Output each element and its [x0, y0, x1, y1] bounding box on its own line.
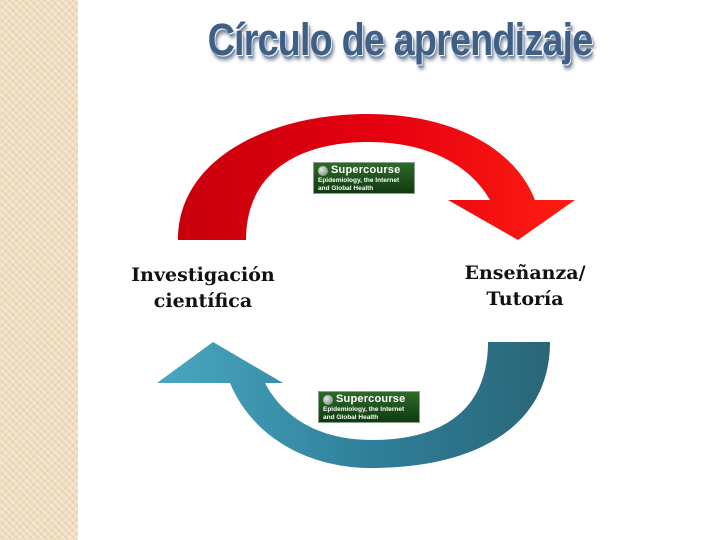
slide-title: Círculo de aprendizaje: [207, 14, 594, 65]
logo-tagline-2: and Global Health: [323, 414, 379, 421]
logo-tagline-2: and Global Health: [318, 185, 374, 192]
logo-tagline-1: Epidemiology, the Internet: [318, 177, 400, 184]
node-research-label: Investigación científica: [118, 262, 288, 314]
node-research-line1: Investigación: [131, 264, 275, 286]
node-teaching-line2: Tutoría: [486, 288, 564, 310]
node-teaching-label: Enseñanza/ Tutoría: [440, 260, 610, 312]
cycle-arrow-bottom: [157, 342, 550, 468]
globe-icon: [318, 166, 328, 176]
supercourse-logo-bottom: Supercourse Epidemiology, the Internet a…: [318, 391, 420, 423]
cycle-arrow-top: [178, 114, 575, 240]
node-research-line2: científica: [153, 290, 253, 312]
node-teaching-line1: Enseñanza/: [464, 262, 586, 284]
logo-brand: Supercourse: [331, 164, 401, 176]
logo-tagline-1: Epidemiology, the Internet: [323, 406, 405, 413]
supercourse-logo-top: Supercourse Epidemiology, the Internet a…: [313, 162, 415, 194]
logo-brand: Supercourse: [336, 393, 406, 405]
globe-icon: [323, 395, 333, 405]
decorative-side-strip: [0, 0, 78, 540]
